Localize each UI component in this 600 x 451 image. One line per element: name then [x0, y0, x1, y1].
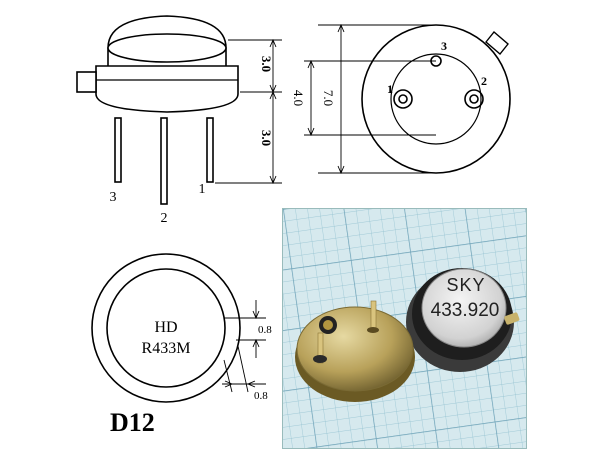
- pin-1-outer: [393, 89, 413, 109]
- pin-1-inner: [398, 94, 408, 104]
- marking-dim-b: 0.8: [254, 390, 268, 402]
- marking-dim-a: 0.8: [258, 324, 272, 336]
- side-dim-lower: 3.0: [259, 130, 274, 146]
- side-dim-upper: 3.0: [259, 56, 274, 72]
- top-pin-label-1: 1: [387, 82, 393, 96]
- marking-inner: [106, 268, 226, 388]
- top-pin-label-2: 2: [481, 74, 487, 88]
- component-photo: SKY 433.920: [282, 208, 527, 449]
- side-pin-label-2: 2: [161, 211, 168, 226]
- photo-marking-line-2: 433.920: [431, 300, 500, 321]
- can-tab: [76, 71, 97, 93]
- marking-view: [91, 253, 266, 403]
- top-pin-label-3: 3: [441, 39, 447, 53]
- side-view: [76, 15, 282, 205]
- pin-2-outer: [464, 89, 484, 109]
- can-flange: [95, 65, 239, 113]
- can-cap-top: [107, 33, 227, 63]
- outer-rim: [361, 24, 511, 174]
- top-dim-inner: 4.0: [291, 90, 306, 106]
- marking-line-2: R433M: [142, 340, 191, 357]
- top-view: [304, 23, 511, 175]
- marking-line-1: HD: [154, 319, 177, 336]
- side-pin-label-3: 3: [110, 190, 117, 205]
- inner-base: [390, 53, 482, 145]
- lead-3: [114, 117, 122, 183]
- photo-base-component: [295, 300, 415, 402]
- photo-marking-line-1: SKY: [446, 275, 485, 295]
- package-name: D12: [110, 408, 155, 437]
- top-dim-outer: 7.0: [321, 90, 336, 106]
- lead-1: [206, 117, 214, 183]
- rim-tab: [485, 30, 509, 56]
- pin-2-inner: [469, 94, 479, 104]
- side-pin-label-1: 1: [199, 182, 206, 197]
- lead-2: [160, 117, 168, 205]
- marking-outer: [91, 253, 241, 403]
- photo-can-component: [406, 268, 520, 372]
